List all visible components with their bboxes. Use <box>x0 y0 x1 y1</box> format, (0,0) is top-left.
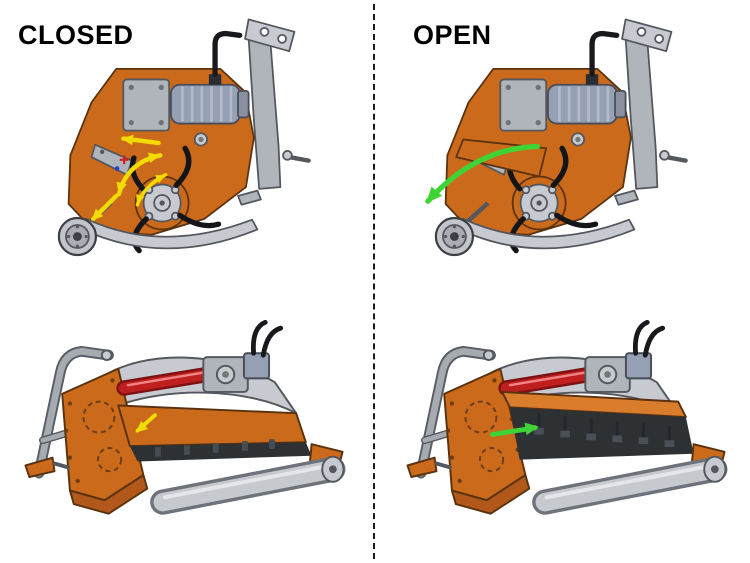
closed-side-view-figure <box>28 14 328 284</box>
exposed-flails-arrow-icon <box>490 422 539 437</box>
closed-iso-view-drawing <box>10 303 358 535</box>
open-iso-view-figure <box>392 303 740 540</box>
closed-side-view-drawing <box>28 14 328 279</box>
latch-rotation-arrows-icon <box>116 134 168 207</box>
closed-iso-view-figure <box>10 303 358 540</box>
open-side-view-figure <box>405 14 705 284</box>
wheel-release-arrow-icon <box>91 193 119 222</box>
guard-swing-arrow-icon <box>425 143 540 204</box>
open-panel-label: OPEN <box>413 20 492 50</box>
latch-point-arrow-icon <box>135 413 157 433</box>
open-iso-view-drawing <box>392 303 740 535</box>
flail-tips <box>155 439 275 457</box>
exposed-flail-hammers <box>534 413 675 448</box>
closed-panel-label: CLOSED <box>18 20 134 50</box>
open-side-view-drawing <box>425 14 705 279</box>
divider-line <box>373 4 375 559</box>
latch-pivot-marker-icon <box>114 155 129 171</box>
rear-hood-closed <box>117 404 307 448</box>
